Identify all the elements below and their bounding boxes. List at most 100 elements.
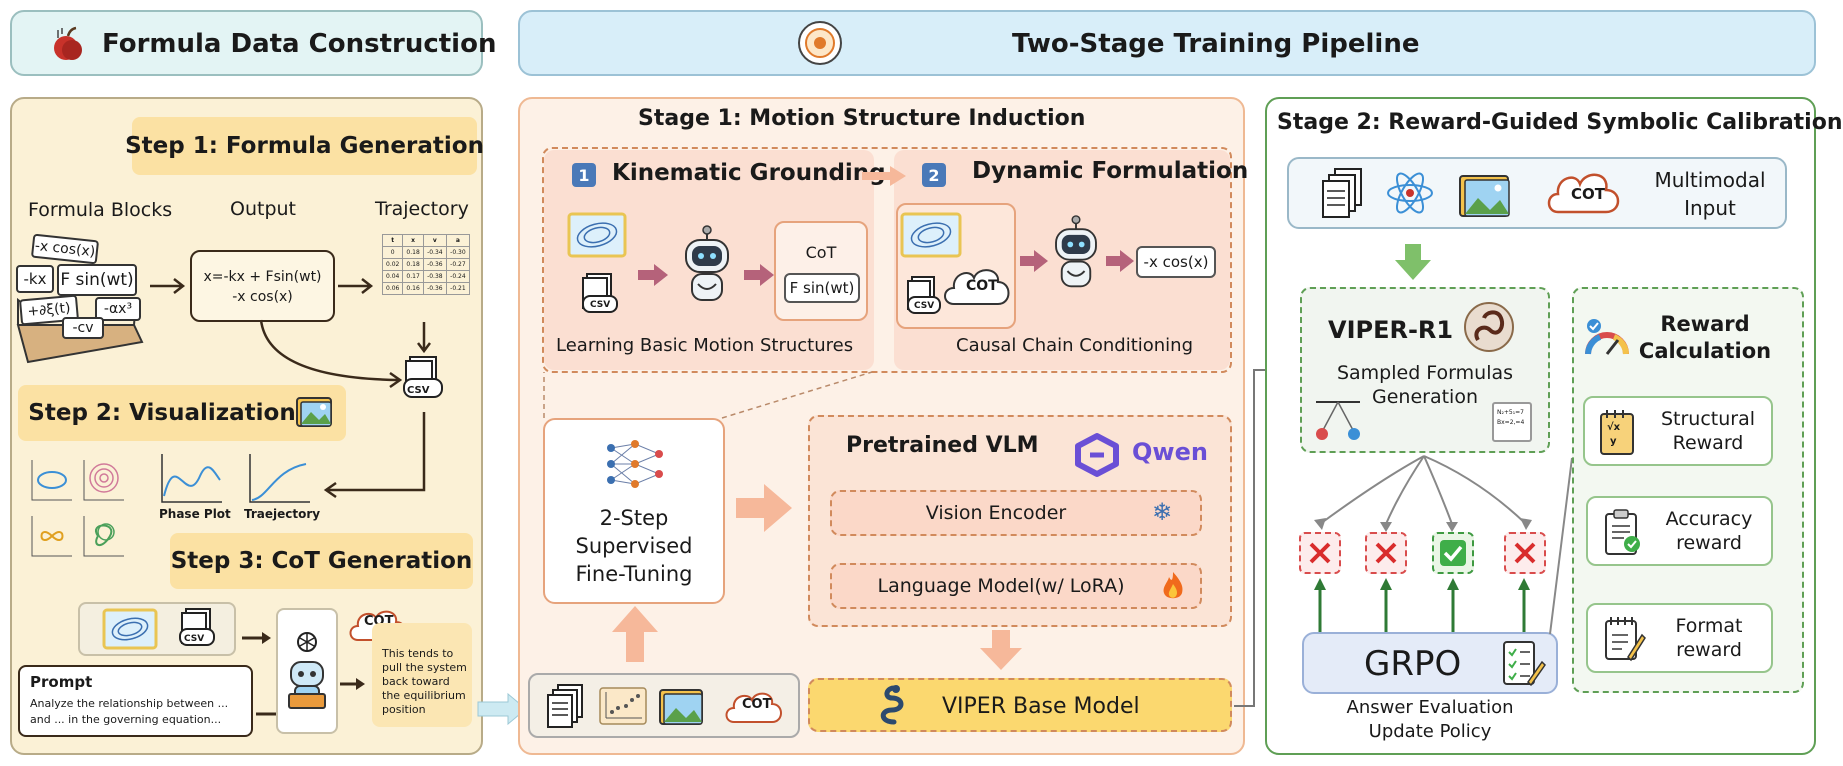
header-two-stage-training: Two-Stage Training Pipeline <box>518 10 1816 76</box>
rejected-mark-1 <box>1299 532 1341 574</box>
reading-robot-icon <box>288 661 326 709</box>
x-icon <box>1514 542 1536 564</box>
arrow-trajectory-to-csv <box>417 322 431 354</box>
arrow-left-to-stage1 <box>477 692 527 726</box>
arrow-kinematic-to-dynamic <box>862 166 906 186</box>
phase-portraits-icon <box>31 460 124 557</box>
cot-output-line: the equilibrium <box>382 689 466 702</box>
formula-note-icon <box>1600 410 1634 455</box>
step-number-2: 2 <box>922 163 946 187</box>
cot-output-line: pull the system <box>382 661 467 674</box>
vision-encoder-box: Vision Encoder <box>830 490 1202 536</box>
csv-file-icon <box>403 356 443 398</box>
step3-label: Step 3: CoT Generation <box>170 533 473 589</box>
scatter-plot-icon <box>599 687 647 725</box>
x-icon <box>1375 542 1397 564</box>
accepted-mark <box>1432 532 1474 574</box>
block-kx: -kx <box>16 265 54 293</box>
sft-line1: 2-Step <box>599 506 669 530</box>
image-gallery-icon-s1 <box>659 689 703 725</box>
trajectory-plot-label: Traejectory <box>244 507 321 521</box>
cot-label-k: CoT <box>805 243 837 262</box>
format-line1: Format <box>1675 615 1743 637</box>
document-stack-icon <box>547 684 583 728</box>
sft-line3: Fine-Tuning <box>575 562 693 586</box>
pink-arrow-1 <box>638 264 668 286</box>
image-gallery-icon-s2 <box>1459 175 1510 217</box>
neural-network-icon <box>607 440 663 488</box>
viper-base-label: VIPER Base Model <box>942 694 1140 719</box>
structural-reward-box: √x y Structural Reward <box>1583 396 1773 466</box>
sft-line2: Supervised <box>575 534 693 558</box>
learning-caption: Learning Basic Motion Structures <box>556 335 854 356</box>
csv-label-d: CSV <box>914 301 935 311</box>
vision-encoder-label: Vision Encoder <box>925 502 1067 524</box>
rejected-mark-3 <box>1504 532 1546 574</box>
table-cell: 0.18 <box>402 246 424 259</box>
document-stack-icon-s2 <box>1322 168 1362 218</box>
atom-icon <box>1387 172 1433 214</box>
table-cell: x <box>402 234 424 247</box>
csv-label-left: CSV <box>407 385 430 396</box>
checklist-icon <box>1503 641 1546 687</box>
step2-text: Step 2: Visualization <box>28 400 296 426</box>
mini-equation-card: N₂+5₁=7 Bx=2,=4 <box>1492 402 1532 442</box>
stage2-title: Stage 2: Reward-Guided Symbolic Calibrat… <box>1277 110 1843 135</box>
update-policy-label: Update Policy <box>1368 721 1492 742</box>
grpo-box: GRPO <box>1302 632 1558 694</box>
pink-arrow-3 <box>1020 250 1048 272</box>
cot-output-line: position <box>382 703 426 716</box>
multimodal-line1: Multimodal <box>1654 168 1766 192</box>
prompt-line2: and ... in the governing equation... <box>30 713 222 726</box>
table-cell: -0.38 <box>422 270 447 283</box>
green-up-arrows <box>1314 578 1530 634</box>
col-formula-blocks: Formula Blocks <box>28 199 173 221</box>
reward-line1: Reward <box>1660 312 1750 336</box>
pendulum-icon <box>1316 401 1360 440</box>
arrow-sft-up <box>612 606 658 662</box>
sft-box: 2-Step Supervised Fine-Tuning <box>543 418 725 604</box>
block-fsin: F sin(wt) <box>57 264 137 296</box>
cot-output-line: back toward <box>382 675 450 688</box>
accuracy-line2: reward <box>1676 532 1742 554</box>
viper-r1-title: VIPER-R1 <box>1328 316 1454 344</box>
csv-file-icon-d <box>907 276 941 314</box>
table-cell: 0.16 <box>402 282 424 295</box>
kinematic-title: Kinematic Grounding <box>612 160 886 186</box>
table-cell: a <box>445 234 471 247</box>
qwen-logo-icon <box>1075 433 1119 477</box>
csv-label-k: CSV <box>590 300 611 310</box>
arrow-blocks-to-output <box>150 278 186 294</box>
dynamic-title: Dynamic Formulation <box>972 158 1249 184</box>
table-cell: -0.24 <box>445 270 471 283</box>
fsin-chip: F sin(wt) <box>784 273 860 303</box>
col-trajectory: Trajectory <box>375 198 469 220</box>
viper-snake-icon <box>880 685 904 725</box>
cot-output-line: This tends to <box>382 647 454 660</box>
sqrt-top: √x <box>1607 422 1621 433</box>
prompt-line1: Analyze the relationship between ... <box>30 697 229 710</box>
arrow-output-curve-to-csv <box>259 319 403 389</box>
rejected-mark-2 <box>1365 532 1407 574</box>
pretrained-title: Pretrained VLM <box>846 433 1039 458</box>
arrow-sft-to-vlm <box>736 484 792 532</box>
output-line2: -x cos(x) <box>232 289 293 305</box>
answer-eval-label: Answer Evaluation <box>1346 697 1514 718</box>
prompt-box: Prompt Analyze the relationship between … <box>18 665 253 737</box>
cot-cloud-icon-s2 <box>1547 173 1620 214</box>
xcos-chip: -x cos(x) <box>1136 246 1216 278</box>
cot-label-d: COT <box>966 278 998 294</box>
cot-label-s2: COT <box>1571 185 1605 203</box>
sampled-line2: Generation <box>1372 386 1478 408</box>
csv-file-icon-k <box>582 273 618 313</box>
table-cell: v <box>422 234 447 247</box>
structural-line1: Structural <box>1660 408 1756 430</box>
header-left-title: Formula Data Construction <box>102 29 497 59</box>
table-cell: -0.27 <box>445 258 471 271</box>
arrow-vlm-down <box>980 630 1022 670</box>
format-line2: reward <box>1676 639 1742 661</box>
